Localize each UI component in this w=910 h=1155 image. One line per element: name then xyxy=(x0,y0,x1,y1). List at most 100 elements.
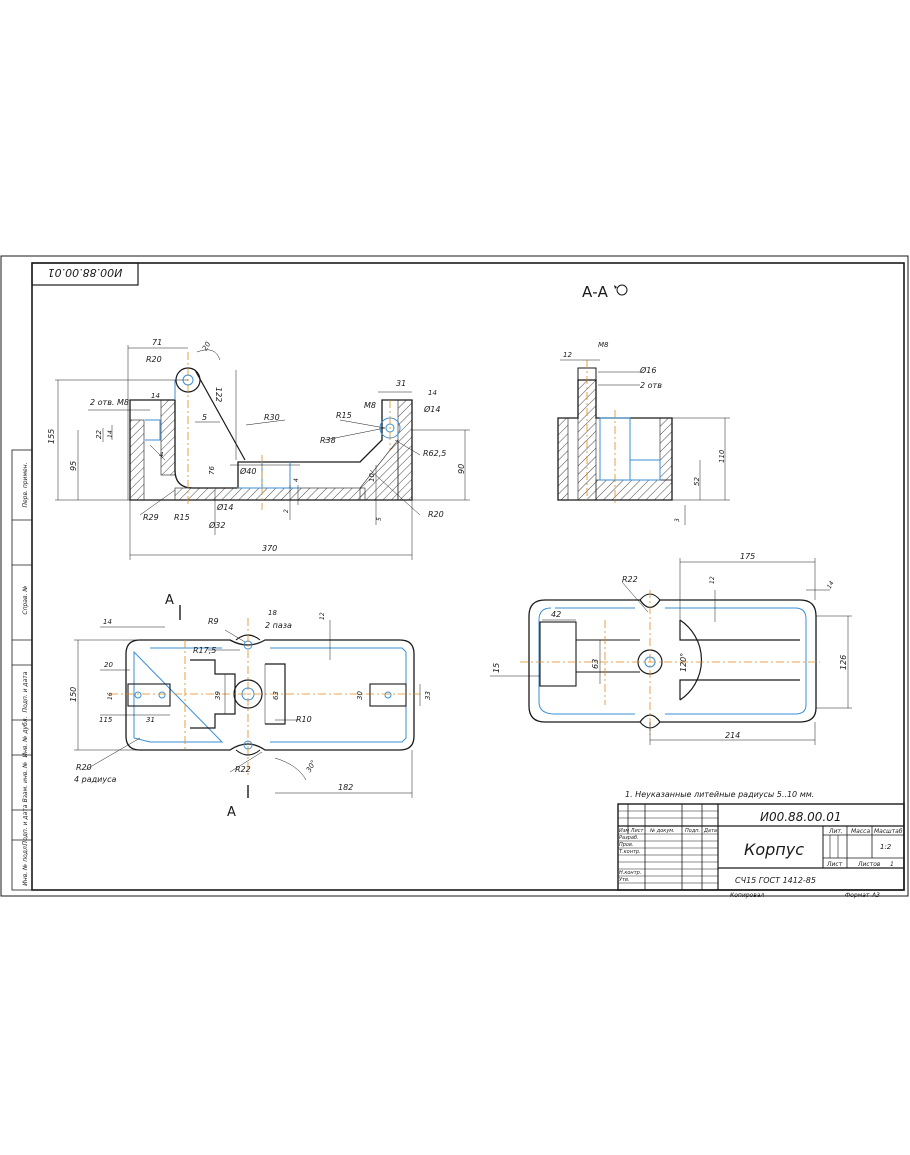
dimension-label: R15 xyxy=(174,513,190,522)
rotated-code: И00.88.00.01 xyxy=(48,266,123,279)
dimension-label: Разраб. xyxy=(619,835,639,841)
dimension-label: 63 xyxy=(272,691,280,700)
dimension-label: Подп. и дата xyxy=(22,671,29,712)
dimension-label: 76 xyxy=(208,466,216,475)
rotated-code-box xyxy=(31,262,139,286)
dimension-label: R15 xyxy=(336,411,352,420)
dimension-label: Н.контр. xyxy=(619,870,641,876)
bottom-view: 175 R22 12 14 42 15 63 120° 126 214 xyxy=(490,552,852,745)
dimension-label: Лист xyxy=(826,861,843,868)
section-view: 12 М8 Ø16 2 отв 110 52 3 xyxy=(557,341,730,525)
note-text: 1. Неуказанные литейные радиусы 5..10 мм… xyxy=(625,790,814,799)
dimension-label: 39 xyxy=(214,691,222,700)
dimension-label: R9 xyxy=(208,617,219,626)
dimension-label: R22 xyxy=(235,765,251,774)
dimension-label: Копировал xyxy=(730,892,764,899)
dimension-label: 2 отв. М8 xyxy=(90,398,129,407)
front-view: 71 20 R20 122 155 95 2 отв. М8 14 5 22 1… xyxy=(47,338,470,560)
dimension-label: 12 xyxy=(319,612,326,620)
dimension-label: 370 xyxy=(262,544,277,553)
dimension-label: 16 xyxy=(107,692,114,700)
dimension-label: 90 xyxy=(457,464,466,474)
section-label: А-А xyxy=(582,283,609,301)
dimension-label: Масштаб xyxy=(874,828,903,835)
dimension-label: 22 xyxy=(95,430,103,439)
dimension-label: Листов xyxy=(857,861,881,868)
dimension-label: Ø16 xyxy=(639,365,656,375)
dimension-label: 5 xyxy=(376,517,383,521)
dimension-label: М8 xyxy=(364,401,376,410)
dimension-label: Подп. xyxy=(685,828,700,834)
dimension-label: 14 xyxy=(103,618,112,626)
dimension-label: 110 xyxy=(718,449,726,463)
dimension-label: 95 xyxy=(69,461,78,471)
dimension-label: Инв. № подл. xyxy=(22,844,29,885)
dimension-label: 31 xyxy=(396,379,406,388)
dimension-label: 18 xyxy=(268,609,277,617)
dimension-label: М8 xyxy=(598,341,609,349)
dimension-label: 42 xyxy=(551,610,561,619)
dimension-label: 214 xyxy=(725,731,740,740)
dimension-label: № докум. xyxy=(649,828,675,834)
tb-code: И00.88.00.01 xyxy=(760,810,842,824)
dim-71: 71 xyxy=(152,338,162,347)
dimension-label: 4 радиуса xyxy=(74,775,116,784)
dimension-label: R20 xyxy=(146,355,162,364)
dimension-label: R10 xyxy=(296,715,312,724)
dimension-label: Подп. и дата xyxy=(22,804,29,845)
tb-material: СЧ15 ГОСТ 1412-85 xyxy=(735,876,816,885)
dimension-label: R20 xyxy=(76,763,92,772)
dimension-label: Справ. № xyxy=(22,585,29,614)
cut-mark-bottom: А xyxy=(227,805,236,820)
dimension-label: 175 xyxy=(740,552,755,561)
dimension-label: Инв. № дубл. xyxy=(22,716,29,757)
plan-view: А А 14 R9 18 2 паза 12 R17,5 150 20 16 1… xyxy=(69,593,432,820)
dimension-label: Ø40 xyxy=(239,466,256,476)
dimension-label: 20 xyxy=(201,340,213,352)
dimension-label: 2 отв xyxy=(640,381,662,390)
dimension-label: Утв. xyxy=(619,877,630,883)
dimension-label: R29 xyxy=(143,513,159,522)
dimension-label: 30 xyxy=(356,691,364,700)
dimension-label: 12 xyxy=(563,351,572,359)
dimension-label: 14 xyxy=(107,430,114,438)
cut-mark-top: А xyxy=(165,593,174,608)
side-stamps: Перв. примен. Справ. № Подп. и дата Инв.… xyxy=(11,449,33,891)
dimension-label: Пров. xyxy=(619,842,634,848)
dimension-label: Ø32 xyxy=(208,520,225,530)
tb-name: Корпус xyxy=(744,840,804,859)
dimension-label: Т.контр. xyxy=(619,849,641,855)
dimension-label: 155 xyxy=(47,429,56,444)
dimension-label: 31 xyxy=(146,716,155,724)
outer-frame xyxy=(0,255,909,897)
dimension-label: R62,5 xyxy=(423,449,446,458)
dimension-label: 4 xyxy=(159,451,163,459)
dimension-label: 4 xyxy=(293,478,300,482)
dimension-label: 20 xyxy=(104,661,113,669)
dimension-label: R20 xyxy=(428,510,444,519)
dimension-label: 2 паза xyxy=(265,621,292,630)
dimension-label: 5 xyxy=(202,413,207,422)
dimension-label: 122 xyxy=(214,387,223,402)
dimension-label: Лит. xyxy=(828,828,843,835)
dimension-label: Ø14 xyxy=(216,502,233,512)
dimension-label: 1 xyxy=(890,861,894,868)
dimension-label: 63 xyxy=(591,659,600,669)
dimension-label: 33 xyxy=(424,691,432,700)
dimension-label: 14 xyxy=(428,389,437,397)
dimension-label: 52 xyxy=(693,477,701,486)
dimension-label: 150 xyxy=(69,687,78,702)
dimension-label: 182 xyxy=(338,783,353,792)
dimension-label: Ø14 xyxy=(423,404,440,414)
dimension-label: 14 xyxy=(826,580,836,590)
dimension-label: R17,5 xyxy=(193,646,216,655)
dimension-label: 115 xyxy=(99,716,113,724)
dimension-label: 126 xyxy=(839,655,848,670)
rotate-icon xyxy=(616,284,628,296)
dimension-label: 30° xyxy=(305,759,318,774)
dimension-label: 2 xyxy=(283,509,290,513)
dimension-label: Изм Лист xyxy=(619,828,645,834)
dimension-label: Перв. примен. xyxy=(22,462,29,507)
dimension-label: R22 xyxy=(622,575,638,584)
dimension-label: 14 xyxy=(151,392,160,400)
